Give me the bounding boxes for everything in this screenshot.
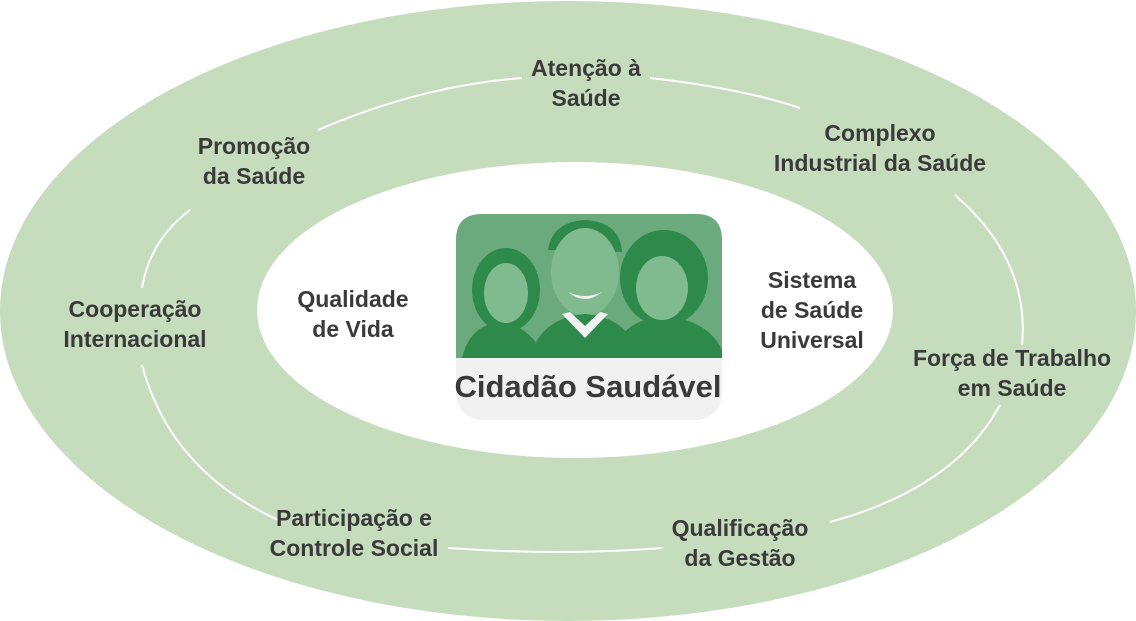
center-title: Cidadão Saudável (454, 369, 722, 404)
outer-label-atencao-a-saude: Atenção à Saúde (531, 54, 641, 114)
outer-label-line: Complexo (824, 120, 936, 147)
outer-label-line: Saúde (551, 85, 621, 111)
person-left-icon (462, 248, 545, 358)
inner-label-line: de Saúde (760, 297, 864, 324)
outer-label-line: Participação e (276, 505, 432, 532)
inner-label-sistema-de-saude-universal: Sistema de Saúde Universal (760, 266, 864, 356)
outer-label-line: Atenção à (531, 55, 641, 82)
outer-label-line: da Saúde (202, 163, 306, 189)
outer-label-line: Cooperação (68, 296, 202, 323)
outer-label-qualificacao-da-gestao: Qualificação da Gestão (672, 514, 809, 574)
inner-label-line: Qualidade (297, 286, 409, 313)
outer-label-line: Industrial da Saúde (773, 150, 987, 176)
outer-label-line: Promoção (197, 133, 311, 160)
outer-label-line: em Saúde (957, 375, 1067, 401)
inner-label-line: Sistema (767, 267, 857, 294)
outer-label-complexo-industrial: Complexo Industrial da Saúde (774, 119, 986, 179)
outer-label-line: da Gestão (684, 545, 796, 571)
cidadao-saudavel-logo (456, 214, 722, 420)
person-middle-icon (530, 220, 640, 358)
inner-label-line: de Vida (312, 316, 394, 342)
outer-label-forca-de-trabalho: Força de Trabalho em Saúde (913, 344, 1111, 404)
connector-ring (141, 77, 1024, 553)
inner-label-qualidade-de-vida: Qualidade de Vida (297, 285, 408, 345)
outer-label-line: Controle Social (269, 535, 439, 561)
inner-label-line: Universal (760, 326, 864, 353)
outer-label-line: Qualificação (671, 515, 809, 542)
outer-label-cooperacao-internacional: Cooperação Internacional (63, 295, 206, 355)
outer-label-participacao-controle-social: Participação e Controle Social (270, 504, 439, 564)
outer-label-line: Internacional (63, 326, 207, 352)
outer-label-promocao-da-saude: Promoção da Saúde (198, 132, 310, 192)
outer-label-line: Força de Trabalho (912, 345, 1112, 372)
person-right-icon (610, 230, 722, 358)
